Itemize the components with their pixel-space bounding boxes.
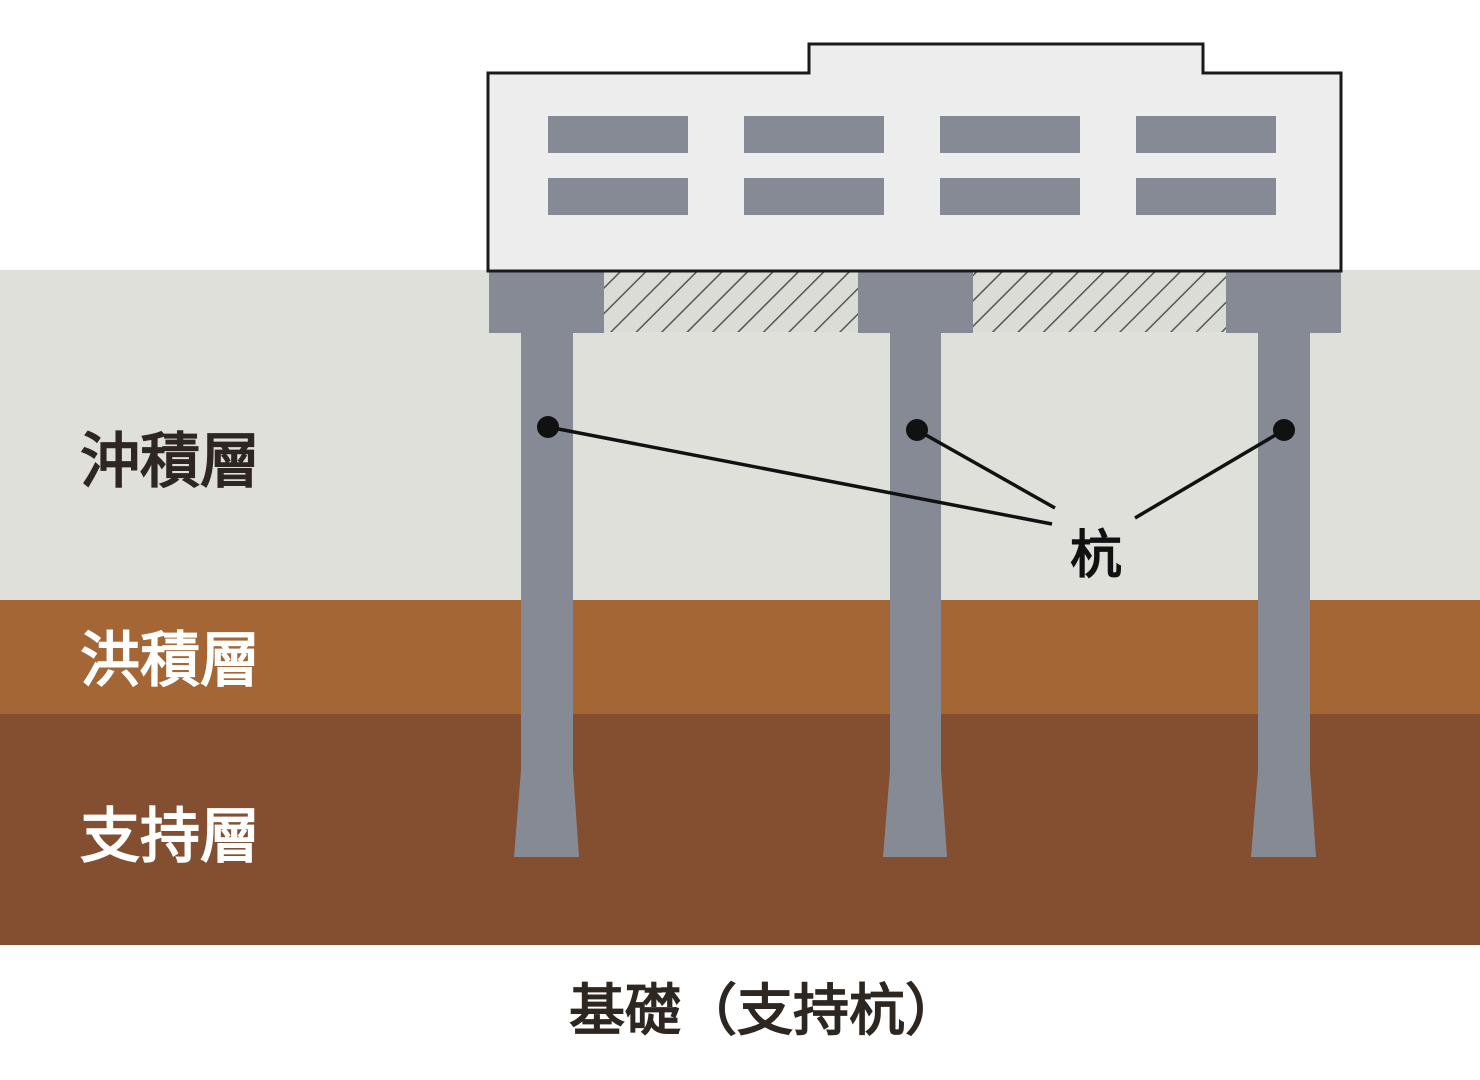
- leader-line-right: [1134, 428, 1285, 520]
- callout-dot-left: [537, 416, 559, 438]
- pile-right: [1251, 330, 1316, 857]
- diluvium-label: 洪積層: [80, 626, 260, 696]
- window: [548, 116, 688, 153]
- window: [940, 116, 1080, 153]
- leader-line-left: [547, 425, 1053, 526]
- window: [1136, 178, 1276, 215]
- window: [1136, 116, 1276, 153]
- pile-label: 杭: [1070, 526, 1122, 586]
- building-windows: [548, 116, 1276, 215]
- foundation-hatch-right: [970, 272, 1228, 332]
- diagram-caption: 基礎（支持杭）: [569, 979, 961, 1044]
- bearing-layer: [0, 714, 1480, 945]
- diluvium-layer: [0, 600, 1480, 715]
- pile-center: [883, 330, 947, 857]
- callout-dot-center: [906, 419, 928, 441]
- window: [548, 178, 688, 215]
- pile-left: [514, 330, 579, 857]
- pile-cap-left: [489, 272, 604, 333]
- foundation-hatch-left: [602, 272, 860, 332]
- building: [486, 42, 1343, 273]
- leader-line-center: [916, 428, 1056, 510]
- alluvium-label: 沖積層: [80, 427, 260, 497]
- window: [940, 178, 1080, 215]
- pile-callout-leaders: [547, 425, 1285, 526]
- window: [744, 178, 884, 215]
- window: [744, 116, 884, 153]
- callout-dot-right: [1273, 419, 1295, 441]
- pile-cap-right: [1226, 272, 1341, 333]
- pile-cap-center: [858, 272, 973, 333]
- bearing-layer-label: 支持層: [80, 802, 260, 872]
